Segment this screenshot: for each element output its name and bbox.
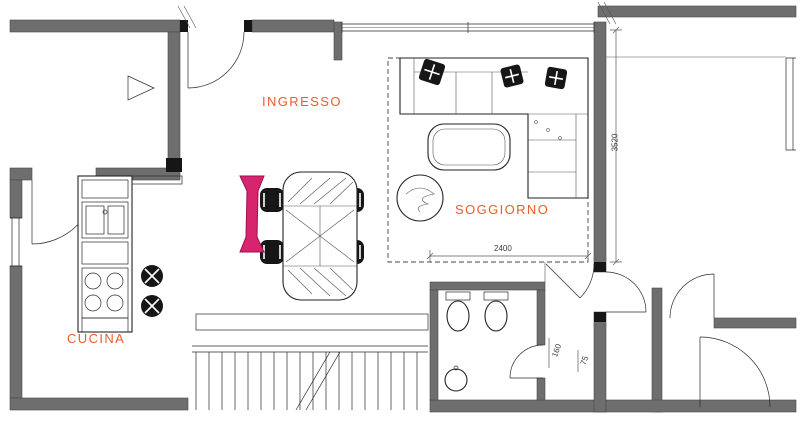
bathroom-door xyxy=(509,344,544,379)
sofa-pillow xyxy=(544,66,568,90)
room-label-ingresso: INGRESSO xyxy=(262,94,342,109)
triangle-marker xyxy=(127,75,155,101)
sofa-pillow xyxy=(500,64,524,88)
window-right-unit xyxy=(606,56,796,151)
kitchen-drawers xyxy=(81,241,129,265)
dining-chair xyxy=(260,188,284,212)
bathroom xyxy=(444,291,509,392)
kitchen-counter-return xyxy=(131,175,183,185)
kitchen-stool xyxy=(141,295,163,317)
dimension-sofa-width xyxy=(426,250,592,262)
dining-set xyxy=(260,171,364,301)
kitchen xyxy=(77,175,183,333)
sofa xyxy=(399,57,589,199)
coffee-table xyxy=(427,123,511,171)
right-unit-bottom-door xyxy=(699,336,771,408)
pouf-plant xyxy=(396,174,444,222)
living-room xyxy=(387,57,589,263)
kitchen-cabinet xyxy=(81,317,129,333)
break-marks xyxy=(177,1,617,29)
bidet xyxy=(483,291,509,332)
dimension-lines xyxy=(426,26,622,372)
windows xyxy=(10,22,796,267)
entry-door xyxy=(187,31,245,89)
toilet xyxy=(445,291,471,332)
right-unit-inner-door xyxy=(669,273,715,319)
right-unit-door xyxy=(605,271,647,313)
dimension-right-height xyxy=(610,26,622,266)
sofa-pillow xyxy=(418,58,446,86)
washbasin xyxy=(444,365,468,392)
kitchen-cabinet xyxy=(81,179,129,199)
dimension-bath-ticks xyxy=(548,338,579,372)
door-jamb xyxy=(180,20,188,32)
door-jamb xyxy=(594,262,606,272)
dimension-label-sofa-width: 2400 xyxy=(494,244,512,253)
kitchen-stool xyxy=(141,265,163,287)
stairs-landing xyxy=(195,313,429,331)
stairs-break-line xyxy=(295,351,341,411)
door-jamb xyxy=(244,20,252,32)
window-living-top xyxy=(341,22,595,33)
kitchen-counter xyxy=(77,175,133,333)
door-jamb xyxy=(594,312,606,322)
dimension-label-right-height: 3520 xyxy=(610,133,620,152)
room-label-cucina: CUCINA xyxy=(67,331,126,346)
doors xyxy=(31,31,771,408)
kitchen-sink xyxy=(81,201,129,239)
walls xyxy=(9,5,797,413)
dining-table xyxy=(282,171,358,301)
highlighted-column[interactable] xyxy=(239,175,265,253)
window-kitchen-left xyxy=(10,217,22,267)
structural-column xyxy=(166,158,182,172)
room-label-soggiorno: SOGGIORNO xyxy=(455,202,550,217)
stairs xyxy=(192,313,429,411)
hall-door xyxy=(544,262,595,299)
